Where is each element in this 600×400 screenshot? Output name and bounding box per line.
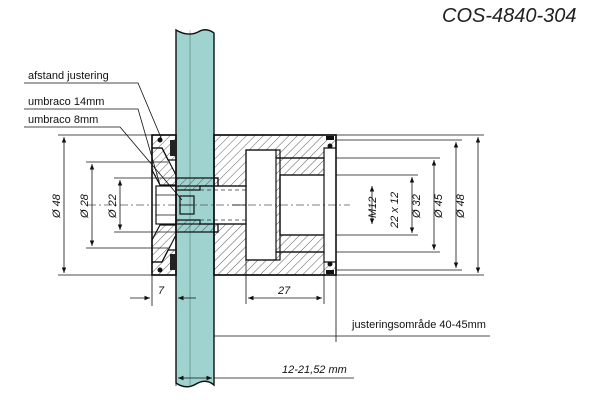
dim-thread-22x12: 22 x 12 (389, 192, 401, 229)
dim-left-d22: Ø 22 (107, 194, 119, 219)
dim-glass-range: 12-21,52 mm (282, 364, 347, 376)
callout-afstand-justering: afstand justering (28, 70, 109, 82)
dim-adjust-range: justeringsområde 40-45mm (351, 319, 486, 331)
callout-umbraco-8mm: umbraco 8mm (28, 114, 98, 126)
left-fitting (151, 134, 177, 276)
dim-right-d32: Ø 32 (411, 194, 423, 219)
dim-right-d45: Ø 45 (433, 193, 445, 219)
dim-right-d48: Ø 48 (455, 193, 467, 219)
dim-width-27: 27 (277, 285, 291, 297)
dim-thread-m12: M12 (367, 197, 379, 218)
drawing-title: COS-4840-304 (442, 5, 577, 27)
right-diameter-dims (336, 134, 484, 276)
dim-width-7: 7 (158, 285, 165, 297)
callout-leaders (24, 82, 183, 201)
horizontal-dims (130, 260, 490, 386)
callout-umbraco-14mm: umbraco 14mm (28, 96, 104, 108)
glass-panel (175, 28, 215, 388)
right-fitting (213, 134, 337, 276)
left-diameter-dims (58, 134, 176, 276)
dim-left-d48: Ø 48 (51, 193, 63, 219)
dim-left-d28: Ø 28 (79, 193, 91, 219)
